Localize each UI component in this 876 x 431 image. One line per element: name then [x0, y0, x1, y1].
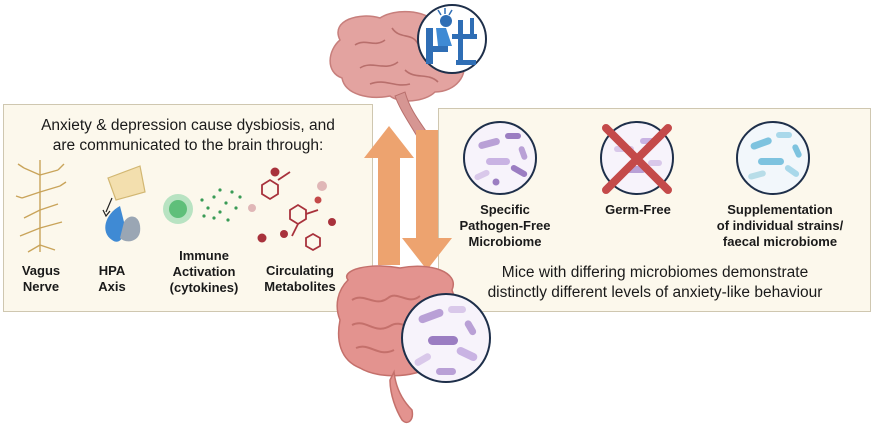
supplementation-label-3: faecal microbiome: [722, 234, 838, 249]
metabolites-label-1: Circulating: [266, 263, 334, 278]
molecule-icon: [248, 167, 336, 252]
supplementation-label-2: of individual strains/: [716, 218, 844, 233]
up-arrow-icon: [364, 126, 414, 265]
immune-activation-label-2: Activation: [172, 264, 236, 279]
supplementation-label-1: Supplementation: [727, 202, 833, 217]
spf-label-1: Specific: [480, 202, 530, 217]
spf-label-2: Pathogen-Free: [459, 218, 551, 233]
summary-line2: distinctly different levels of anxiety-l…: [487, 284, 823, 301]
microbiome-icon: [463, 121, 537, 195]
germ-free-icon: [600, 121, 674, 195]
vagus-nerve-label-2: Nerve: [22, 279, 60, 294]
nerve-icon: [15, 160, 67, 253]
gut-bacteria-icon: [401, 293, 491, 383]
left-heading-line2: are communicated to the brain through:: [52, 137, 324, 154]
summary-line1: Mice with differing microbiomes demonstr…: [501, 264, 809, 281]
left-heading-line1: Anxiety & depression cause dysbiosis, an…: [41, 117, 335, 134]
metabolites-label-2: Metabolites: [264, 279, 336, 294]
gland-icon: [102, 165, 146, 242]
strain-supplement-icon: [736, 121, 810, 195]
immune-activation-label-1: Immune: [179, 248, 229, 263]
germ-free-label: Germ-Free: [605, 202, 671, 217]
vagus-nerve-label-1: Vagus: [21, 263, 61, 278]
stressed-person-icon: [417, 4, 487, 74]
hpa-axis-label-1: HPA: [98, 263, 126, 278]
spf-label-3: Microbiome: [468, 234, 542, 249]
immune-cell-icon: [163, 188, 242, 224]
immune-activation-label-3: (cytokines): [169, 280, 239, 295]
hpa-axis-label-2: Axis: [98, 279, 126, 294]
down-arrow-icon: [402, 130, 452, 270]
